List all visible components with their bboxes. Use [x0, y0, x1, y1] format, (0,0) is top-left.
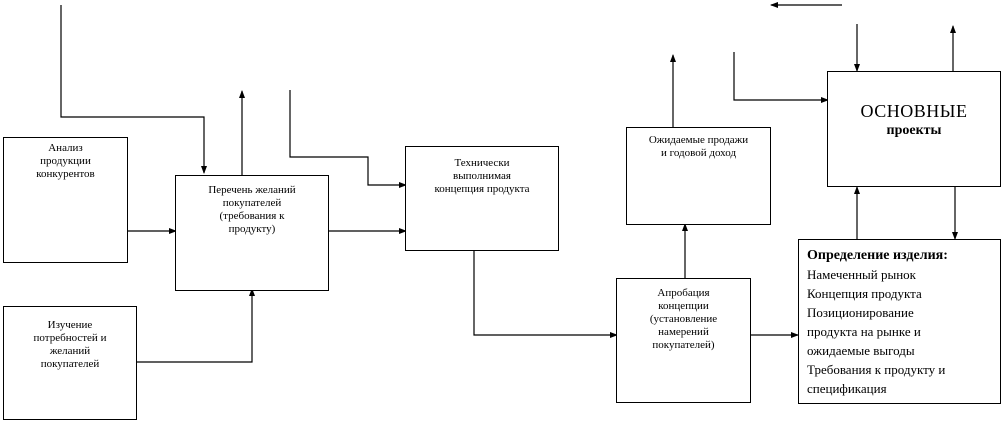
- definition-item: Позиционирование: [807, 305, 914, 320]
- definition-item: спецификация: [807, 381, 887, 396]
- main-projects-subtitle: проекты: [886, 123, 942, 138]
- definition-item: Намеченный рынок: [807, 267, 917, 282]
- expected-sales-box: Ожидаемые продажи и годовой доход: [626, 127, 771, 225]
- arrow-top-input-to-wish-list: [60, 5, 207, 174]
- needs-study-box: Изучение потребностей и желаний покупате…: [3, 306, 137, 420]
- main-projects-box: ОСНОВНЫЕ проекты: [827, 71, 1001, 187]
- feasible-concept-box: Технически выполнимая концепция продукта: [405, 146, 559, 251]
- definition-item: ожидаемые выгоды: [807, 343, 915, 358]
- product-definition-title: Определение изделия:: [807, 248, 948, 263]
- definition-item: продукта на рынке и: [807, 324, 921, 339]
- definition-item: Концепция продукта: [807, 286, 922, 301]
- definition-item: Требования к продукту и: [807, 362, 946, 377]
- arrow-top-input-to-concept: [289, 90, 407, 188]
- arrow-concept-to-approval: [473, 250, 618, 338]
- arrow-top-input-to-main-projects: [733, 52, 829, 103]
- wish-list-box: Перечень желаний покупателей (требования…: [175, 175, 329, 291]
- arrow-needs-to-wish-list: [137, 288, 255, 363]
- competitor-analysis-box: Анализ продукции конкурентов: [3, 137, 128, 263]
- product-definition-box: Определение изделия: Намеченный рынок Ко…: [798, 239, 1001, 404]
- concept-approval-box: Апробация концепции (установление намере…: [616, 278, 751, 403]
- main-projects-title: ОСНОВНЫЕ: [860, 101, 968, 121]
